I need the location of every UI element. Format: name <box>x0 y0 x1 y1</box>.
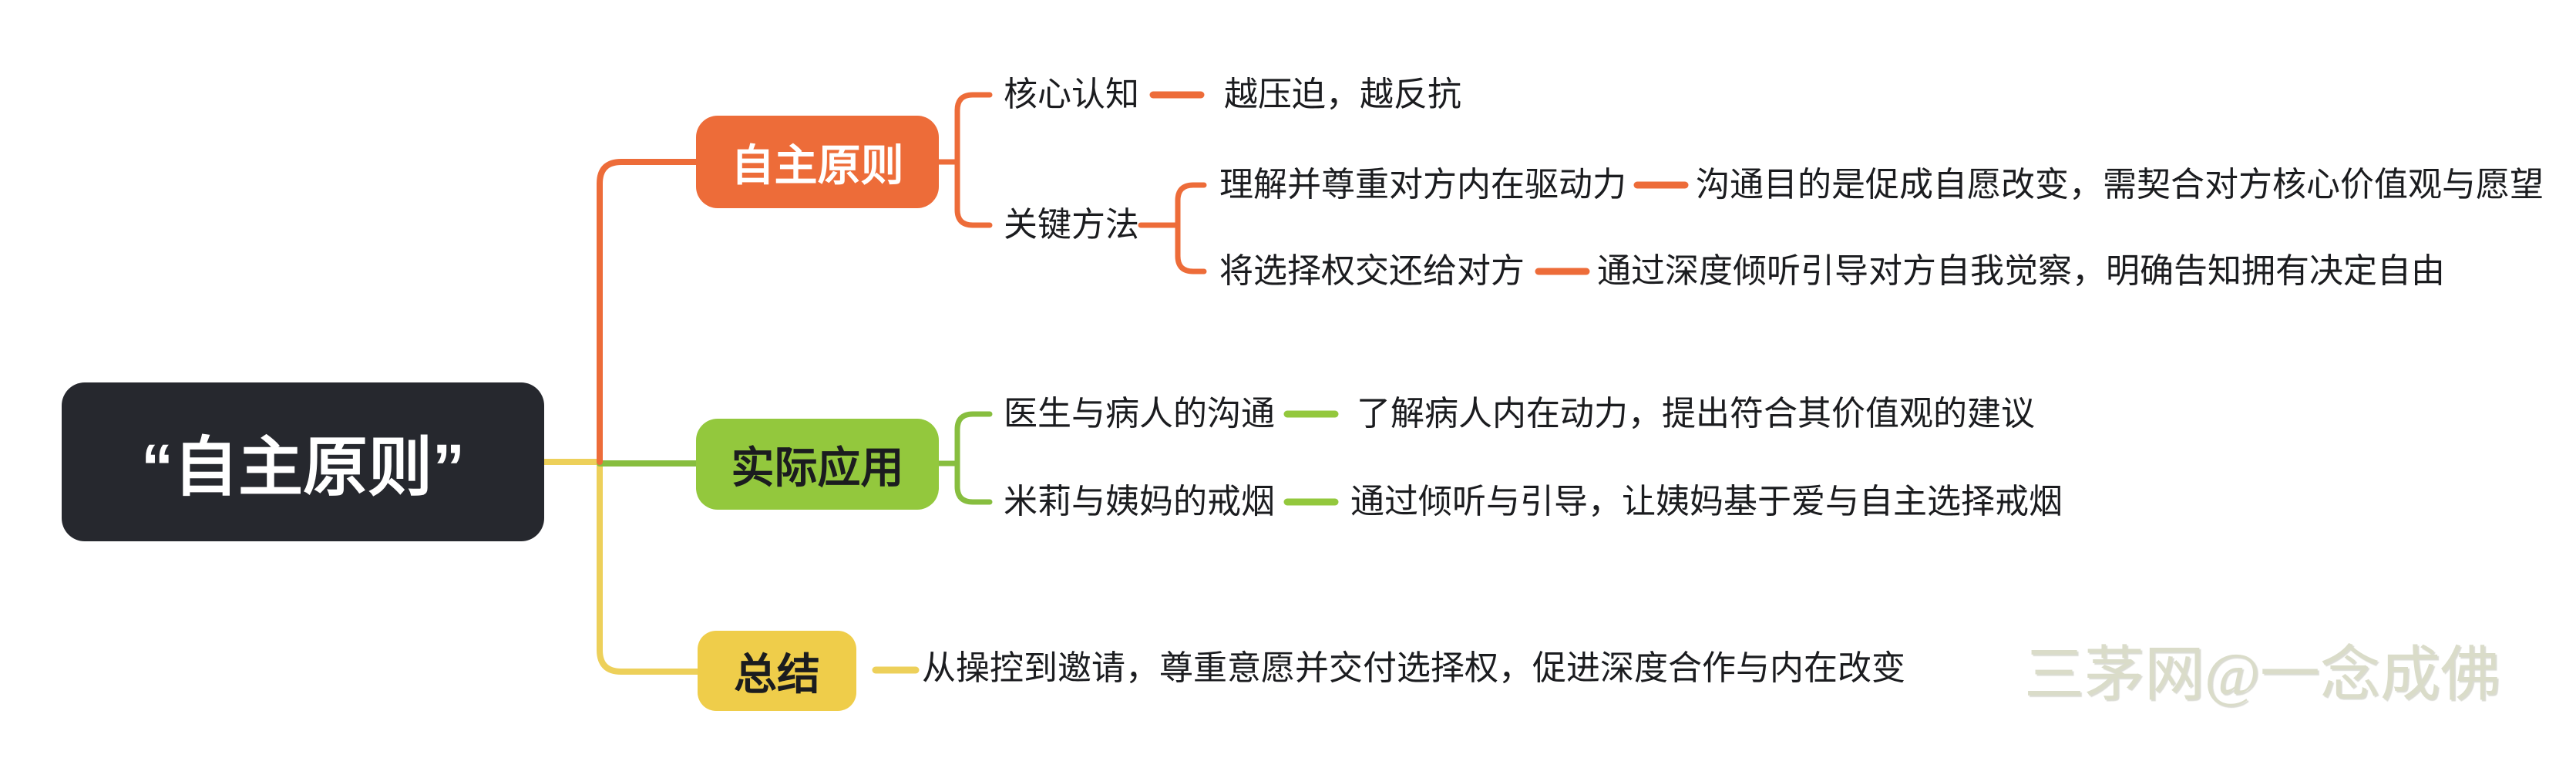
watermark: 三茅网@一念成佛 <box>2024 641 2500 708</box>
branch-node-principle[interactable]: 自主原则 <box>696 116 939 208</box>
detail-doctor-patient[interactable]: 了解病人内在动力，提出符合其价值观的建议 <box>1357 395 2035 433</box>
topic-doctor-patient[interactable]: 医生与病人的沟通 <box>1004 395 1275 433</box>
connector-principle-children <box>934 92 993 228</box>
detail-core-cognition[interactable]: 越压迫，越反抗 <box>1224 76 1461 113</box>
connector-root-to-principle <box>597 159 701 465</box>
topic-key-method[interactable]: 关键方法 <box>1004 206 1139 244</box>
branch-node-summary[interactable]: 总结 <box>698 631 856 711</box>
connector-key-method-children <box>1138 182 1207 275</box>
detail-understand-drive[interactable]: 沟通目的是促成自愿改变，需契合对方核心价值观与愿望 <box>1696 166 2544 204</box>
branch-node-application[interactable]: 实际应用 <box>696 419 939 510</box>
detail-milly-aunt[interactable]: 通过倾听与引导，让姨妈基于爱与自主选择戒烟 <box>1350 483 2063 520</box>
topic-milly-aunt[interactable]: 米莉与姨妈的戒烟 <box>1004 483 1275 520</box>
topic-return-choice[interactable]: 将选择权交还给对方 <box>1219 252 1525 290</box>
topic-understand-drive[interactable]: 理解并尊重对方内在驱动力 <box>1219 166 1626 204</box>
connector-application-children <box>934 411 993 505</box>
detail-return-choice[interactable]: 通过深度倾听引导对方自我觉察，明确告知拥有决定自由 <box>1597 252 2445 290</box>
root-node[interactable]: “自主原则” <box>62 382 544 541</box>
detail-summary[interactable]: 从操控到邀请，尊重意愿并交付选择权，促进深度合作与内在改变 <box>922 649 1905 687</box>
connector-root-to-summary <box>540 459 702 675</box>
topic-core-cognition[interactable]: 核心认知 <box>1004 76 1139 113</box>
